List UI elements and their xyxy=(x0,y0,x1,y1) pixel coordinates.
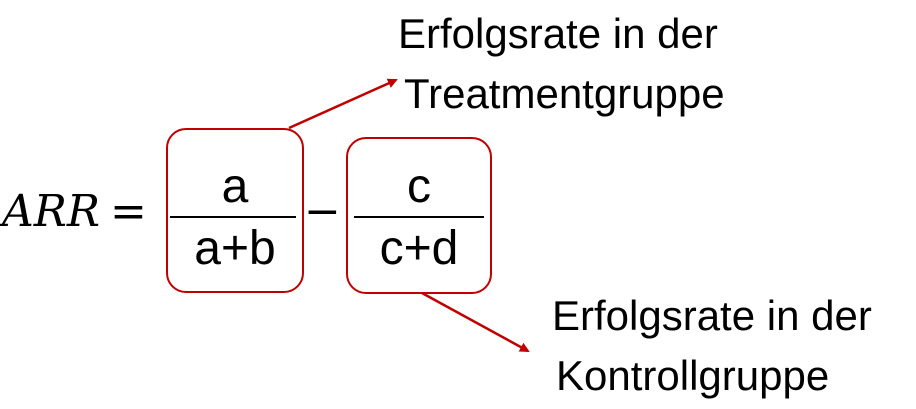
treatment-label-line2: Treatmentgruppe xyxy=(404,70,725,117)
fraction-box-control xyxy=(346,137,492,294)
minus-sign: − xyxy=(304,186,341,237)
fraction-box-treatment xyxy=(166,128,304,293)
denominator-treatment: a+b xyxy=(194,222,276,275)
fraction-bar-treatment xyxy=(170,216,296,218)
formula-lhs: ARR xyxy=(2,186,101,237)
treatment-label-line1: Erfolgsrate in der xyxy=(398,10,718,57)
equals-sign: = xyxy=(110,186,147,237)
control-label-line2: Kontrollgruppe xyxy=(556,352,830,399)
numerator-treatment: a xyxy=(221,160,249,213)
treatment-arrow xyxy=(288,78,398,130)
control-arrow xyxy=(421,291,530,353)
denominator-control: c+d xyxy=(379,222,459,275)
fraction-bar-control xyxy=(354,216,484,218)
control-label-line1: Erfolgsrate in der xyxy=(552,292,872,339)
numerator-control: c xyxy=(407,160,431,213)
